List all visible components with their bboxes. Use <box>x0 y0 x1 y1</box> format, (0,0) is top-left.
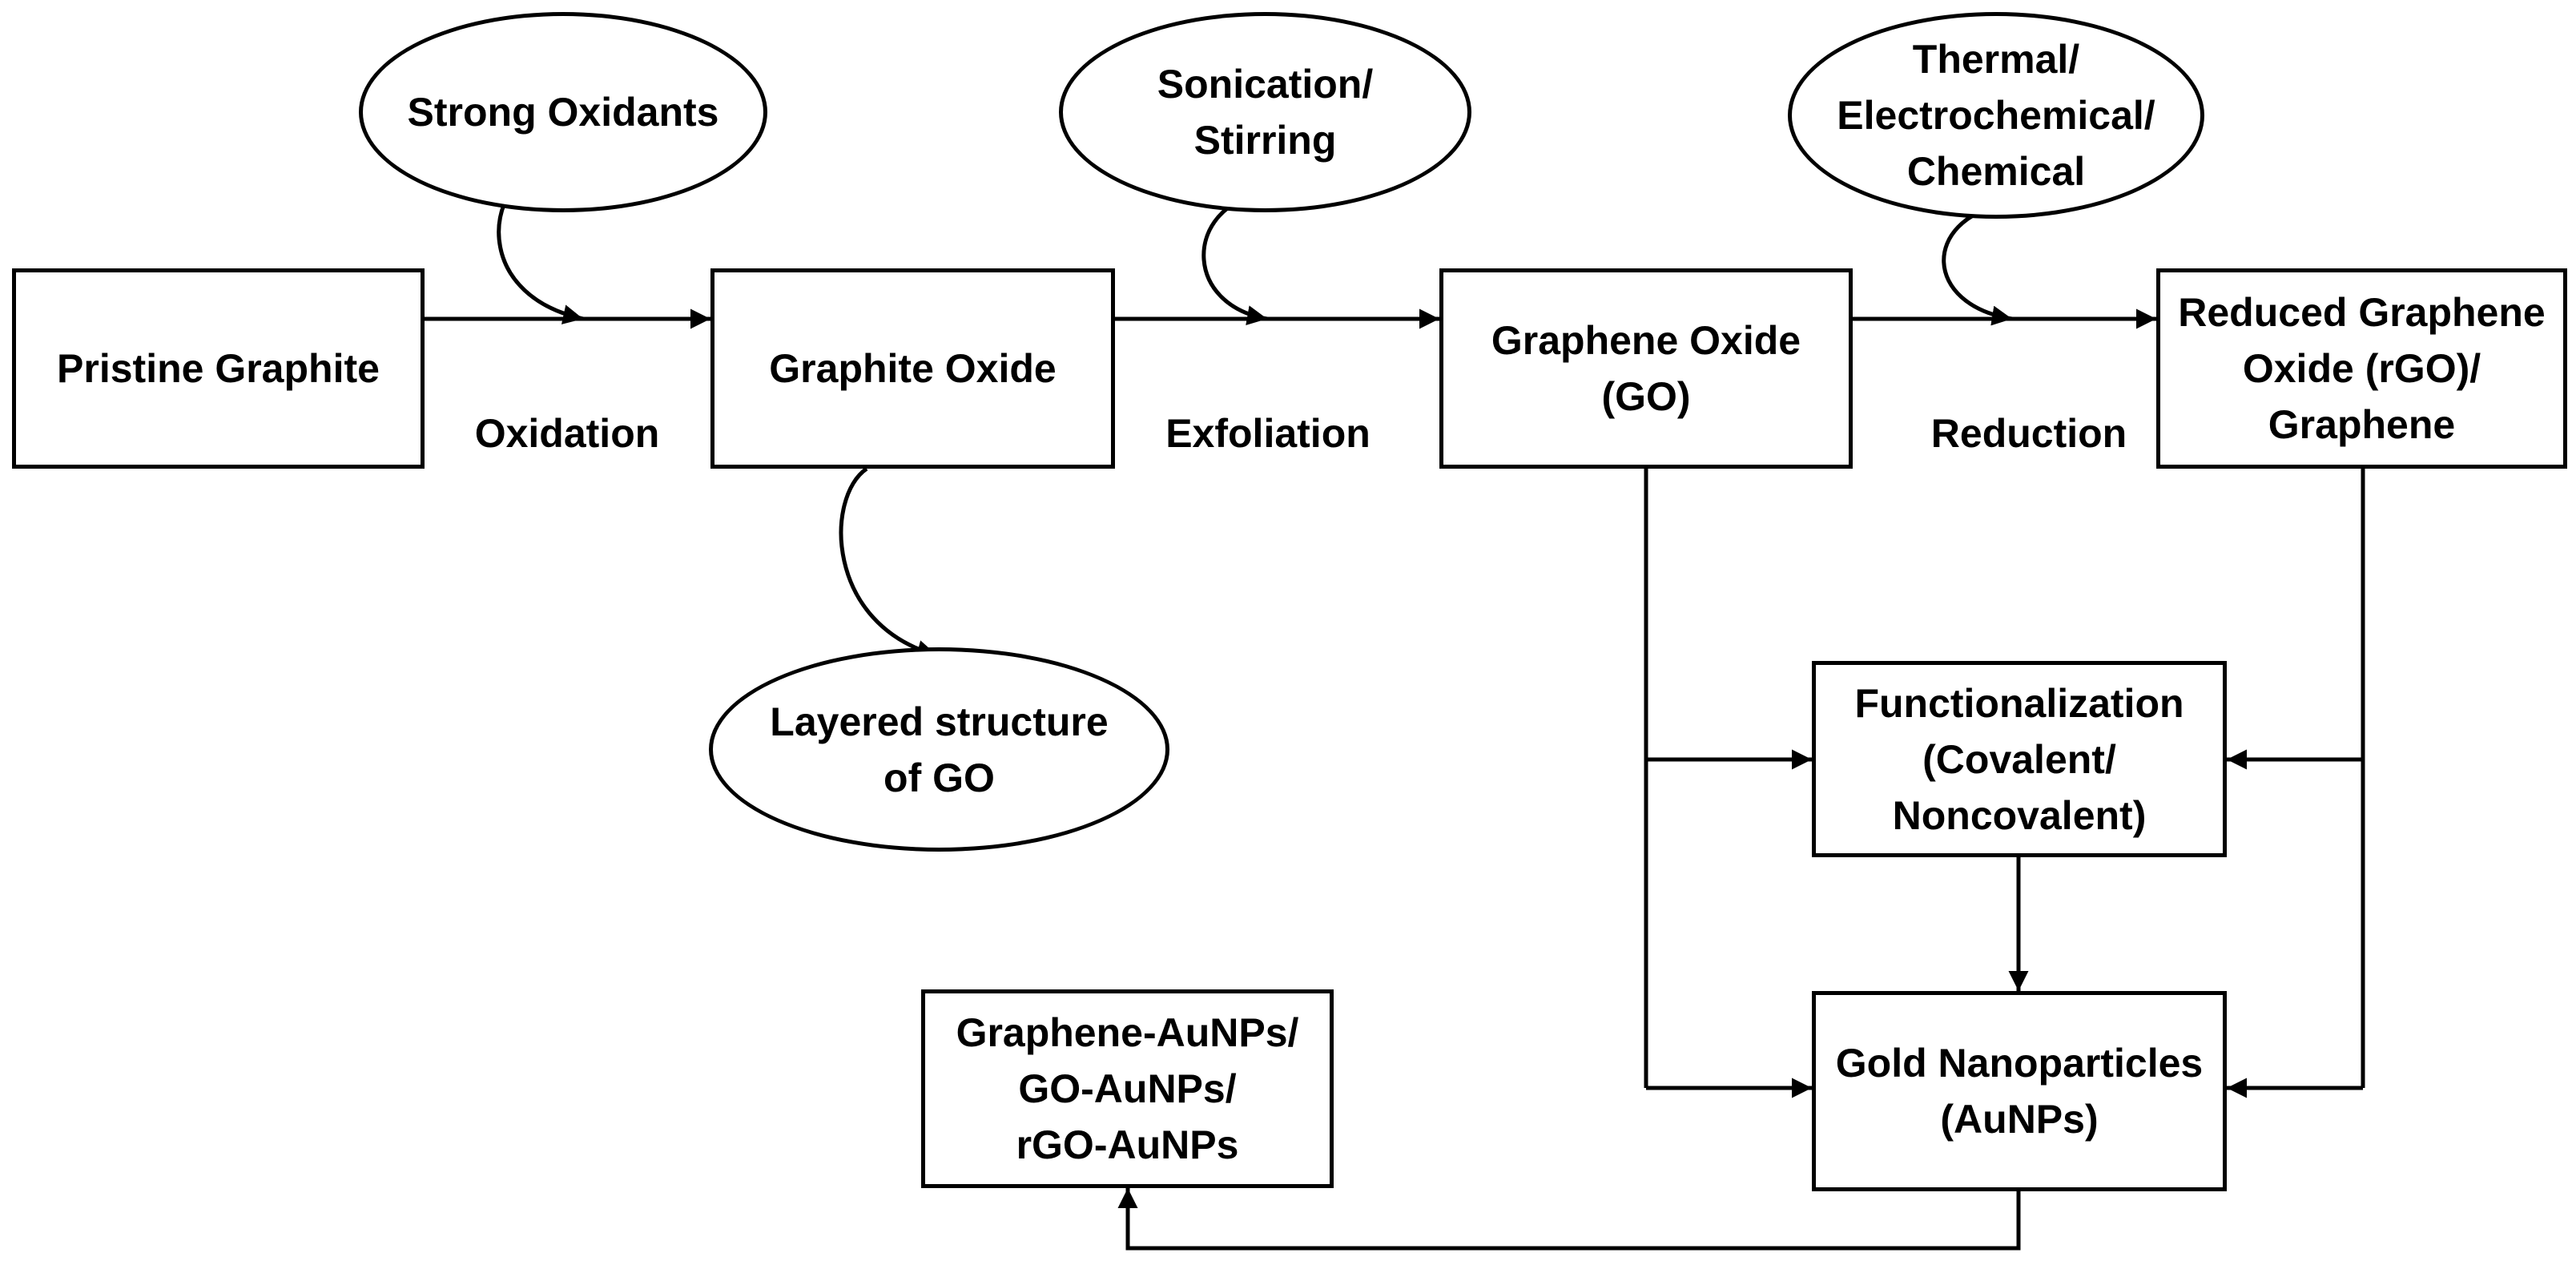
node-graphite-oxide: Graphite Oxide <box>710 268 1115 469</box>
ellipse-reduction-methods: Thermal/ Electrochemical/ Chemical <box>1788 12 2204 219</box>
label-reduction: Reduction <box>1930 411 2127 456</box>
node-composites: Graphene-AuNPs/ GO-AuNPs/ rGO-AuNPs <box>921 989 1334 1188</box>
node-reduced-graphene-oxide: Reduced Graphene Oxide (rGO)/ Graphene <box>2156 268 2567 469</box>
ellipse-sonication-stirring: Sonication/ Stirring <box>1059 12 1471 212</box>
label-exfoliation: Exfoliation <box>1165 411 1371 456</box>
curve-layered-structure <box>839 466 938 660</box>
node-graphene-oxide: Graphene Oxide (GO) <box>1439 268 1853 469</box>
node-pristine-graphite: Pristine Graphite <box>12 268 425 469</box>
curve-sonication <box>1201 194 1268 325</box>
ellipse-strong-oxidants: Strong Oxidants <box>359 12 767 212</box>
curve-reduction-methods <box>1942 202 2013 326</box>
arrow-gold-to-composites <box>1117 1188 2021 1251</box>
node-functionalization: Functionalization (Covalent/ Noncovalent… <box>1812 661 2227 857</box>
ellipse-layered-structure: Layered structure of GO <box>709 647 1169 852</box>
label-oxidation: Oxidation <box>474 411 660 456</box>
node-gold-nanoparticles: Gold Nanoparticles (AuNPs) <box>1812 991 2227 1191</box>
